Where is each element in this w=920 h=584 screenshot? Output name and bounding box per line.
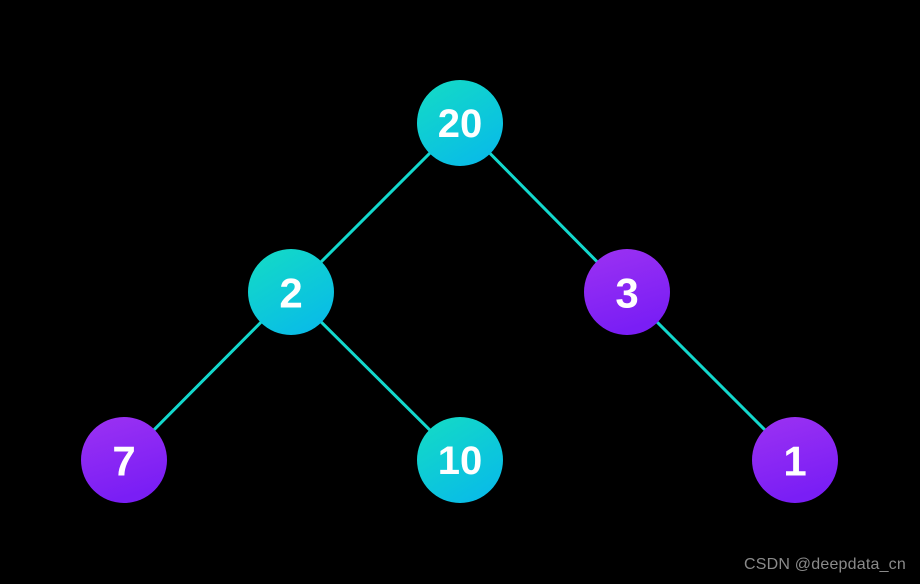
watermark-text: CSDN @deepdata_cn xyxy=(744,556,906,573)
tree-node[interactable]: 3 xyxy=(584,249,670,335)
tree-node-circle xyxy=(584,249,670,335)
tree-node-circle xyxy=(248,249,334,335)
tree-node[interactable]: 1 xyxy=(752,417,838,503)
tree-node[interactable]: 20 xyxy=(417,80,503,166)
tree-node-label: 3 xyxy=(615,270,638,317)
tree-node-circle xyxy=(752,417,838,503)
tree-nodes-layer: 20 2 3 7 10 1 xyxy=(81,80,838,503)
tree-node-label: 7 xyxy=(112,438,135,485)
tree-node[interactable]: 7 xyxy=(81,417,167,503)
tree-node-label: 20 xyxy=(438,102,483,146)
tree-node-circle xyxy=(417,417,503,503)
tree-node[interactable]: 10 xyxy=(417,417,503,503)
tree-node-circle xyxy=(417,80,503,166)
tree-node[interactable]: 2 xyxy=(248,249,334,335)
tree-node-label: 10 xyxy=(438,439,483,483)
tree-node-circle xyxy=(81,417,167,503)
tree-node-label: 2 xyxy=(279,270,302,317)
tree-node-label: 1 xyxy=(783,438,806,485)
